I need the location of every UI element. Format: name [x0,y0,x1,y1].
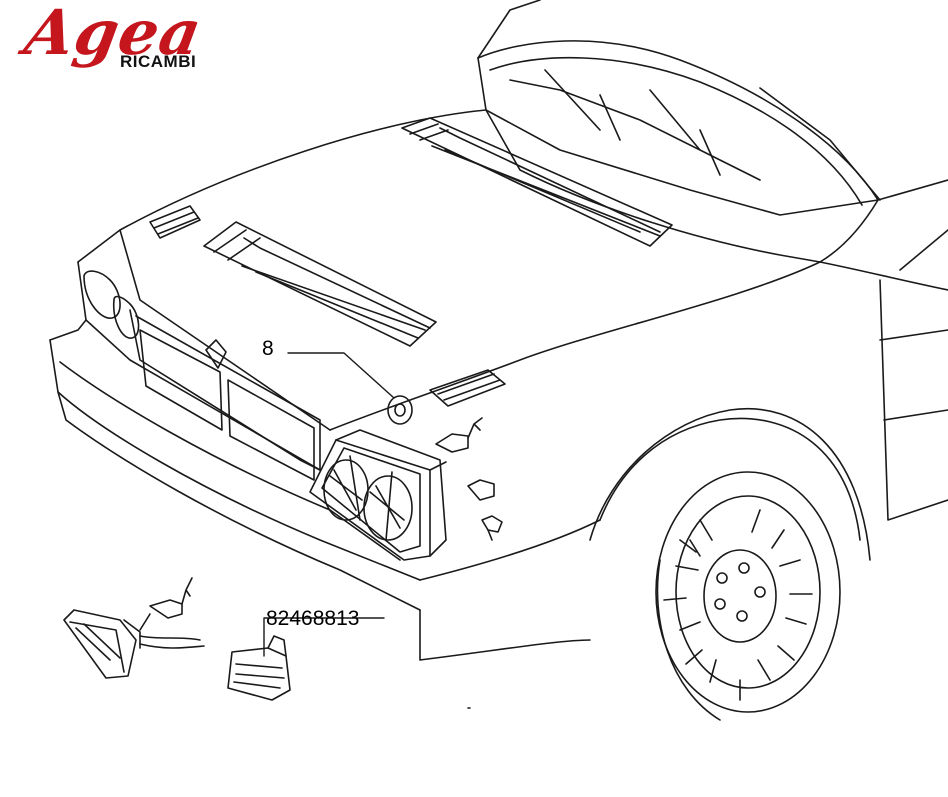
wing-vent [429,369,506,407]
fog-lamp-assembly [63,577,205,679]
front-wheel [655,471,841,721]
callout-label-8: 8 [262,337,274,360]
agea-ricambi-logo: Agea RICAMBI [20,0,212,82]
bonnet-outline [77,109,879,431]
leader-lines [263,352,395,657]
front-bumper [49,319,601,661]
windscreen-outline [477,0,948,216]
bulb-parts [435,417,503,541]
headlamp-assembly [309,429,447,561]
logo-subtitle-text: RICAMBI [120,52,197,71]
body-side [589,229,948,561]
bonnet-vent-front [203,221,437,347]
grommet-part [387,395,413,425]
callout-part-number: 82468813 [266,607,360,630]
bonnet-vent-rear [401,117,673,247]
side-vent [149,205,201,239]
grille-and-face [77,261,321,481]
side-indicator-part [227,635,291,701]
